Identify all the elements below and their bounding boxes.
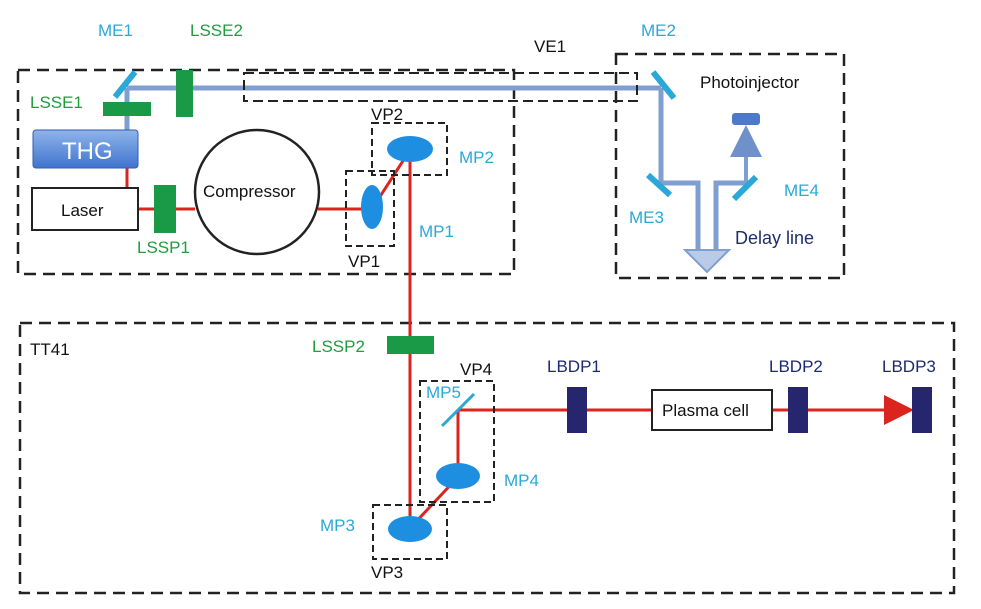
compressor-label: Compressor <box>203 182 296 201</box>
mp2-mirror <box>387 136 433 162</box>
me1-mirror <box>112 70 138 99</box>
vp4-label: VP4 <box>460 360 492 379</box>
laser-label: Laser <box>61 201 104 220</box>
me2-mirror <box>650 70 677 100</box>
lbdp2-marker <box>788 387 808 433</box>
laser-box <box>31 187 139 231</box>
me2-label: ME2 <box>641 21 676 40</box>
me3-mirror <box>645 172 673 198</box>
photoinjector-label: Photoinjector <box>700 73 800 92</box>
lsse2-label: LSSE2 <box>190 21 243 40</box>
me4-mirror <box>731 174 759 202</box>
lbdp1-marker <box>567 387 587 433</box>
me3-label: ME3 <box>629 208 664 227</box>
lssp2-label: LSSP2 <box>312 337 365 356</box>
lsse1-label: LSSE1 <box>30 93 83 112</box>
mp5-label: MP5 <box>426 383 461 402</box>
vp3-box <box>372 504 448 560</box>
lbdp2-label: LBDP2 <box>769 357 823 376</box>
vp1-box <box>345 170 395 247</box>
plasma-cell-box <box>651 389 773 431</box>
mp3-label: MP3 <box>320 516 355 535</box>
delay-line-label: Delay line <box>735 228 814 248</box>
mp3-mirror <box>388 516 432 542</box>
plasma-cell-label: Plasma cell <box>662 401 749 420</box>
mp1-mirror <box>361 185 383 229</box>
photoinjector-box <box>614 52 846 280</box>
lssp2-screen <box>387 336 434 354</box>
mp4-mirror <box>436 463 480 489</box>
thg-box <box>32 129 139 169</box>
photocathode <box>732 113 760 125</box>
vp3-label: VP3 <box>371 563 403 582</box>
delay-line-path <box>661 180 746 261</box>
mp4-label: MP4 <box>504 471 539 490</box>
tt41-label: TT41 <box>30 340 70 359</box>
laser-room-box <box>16 68 516 276</box>
lbdp1-label: LBDP1 <box>547 357 601 376</box>
lsse2-screen <box>176 70 193 117</box>
lsse1-screen <box>103 102 151 116</box>
me4-label: ME4 <box>784 181 819 200</box>
vp4-box <box>419 380 495 503</box>
lssp1-label: LSSP1 <box>137 238 190 257</box>
tt41-box <box>18 321 956 595</box>
mp2-label: MP2 <box>459 148 494 167</box>
lbdp3-marker <box>912 387 932 433</box>
lssp1-screen <box>154 185 176 233</box>
ve1-label: VE1 <box>534 37 566 56</box>
vp1-label: VP1 <box>348 252 380 271</box>
ve1-box <box>243 72 638 102</box>
lbdp3-label: LBDP3 <box>882 357 936 376</box>
mp1-label: MP1 <box>419 222 454 241</box>
mp5-mirror <box>440 392 476 428</box>
compressor-circle <box>193 128 321 256</box>
vp2-box <box>371 122 448 176</box>
vp2-label: VP2 <box>371 105 403 124</box>
thg-label: THG <box>62 138 113 165</box>
delay-line-arrow <box>682 249 732 274</box>
me1-label: ME1 <box>98 21 133 40</box>
